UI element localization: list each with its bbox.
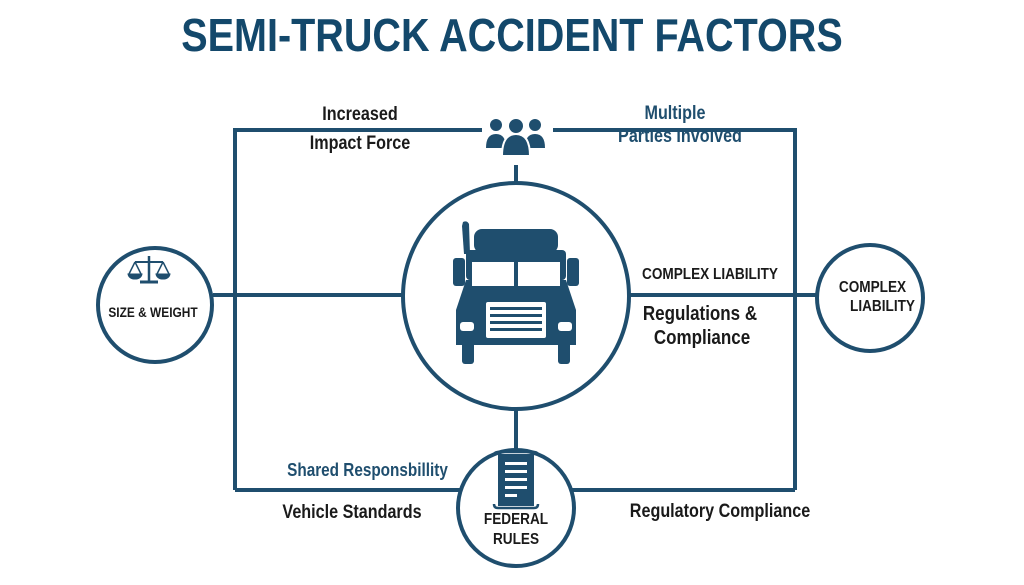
diagram-title: SEMI-TRUCK ACCIDENT FACTORS xyxy=(181,9,843,61)
right-node-label-line1: COMPLEX xyxy=(838,279,907,296)
connector-top-left xyxy=(233,128,482,490)
regulatory-compliance-label: Regulatory Compliance xyxy=(629,501,811,522)
multiple-parties-label-line2: Parties Involved xyxy=(618,126,742,147)
document-scroll-icon xyxy=(492,450,540,510)
increased-impact-label-line1: Increased xyxy=(322,104,398,125)
multiple-parties-label-line1: Multiple xyxy=(644,103,706,124)
size-weight-label: SIZE & WEIGHT xyxy=(108,304,198,320)
right-node-label-line2: LIABILITY xyxy=(850,298,915,315)
right-node-circle xyxy=(815,243,925,353)
regulations-label-line2: Compliance xyxy=(653,327,751,349)
vehicle-standards-label: Vehicle Standards xyxy=(282,502,422,523)
federal-rules-label-line2: RULES xyxy=(492,531,540,548)
scales-icon xyxy=(127,256,171,284)
increased-impact-label-line2: Impact Force xyxy=(309,133,411,154)
people-group-icon xyxy=(486,117,545,157)
shared-responsibility-label: Shared Responsbillity xyxy=(287,460,448,480)
complex-liability-label: COMPLEX LIABILITY xyxy=(642,266,778,283)
federal-rules-label-line1: FEDERAL xyxy=(483,511,549,528)
regulations-label-line1: Regulations & xyxy=(642,303,758,325)
connector-top-right xyxy=(553,128,797,490)
left-node-circle xyxy=(96,246,214,364)
